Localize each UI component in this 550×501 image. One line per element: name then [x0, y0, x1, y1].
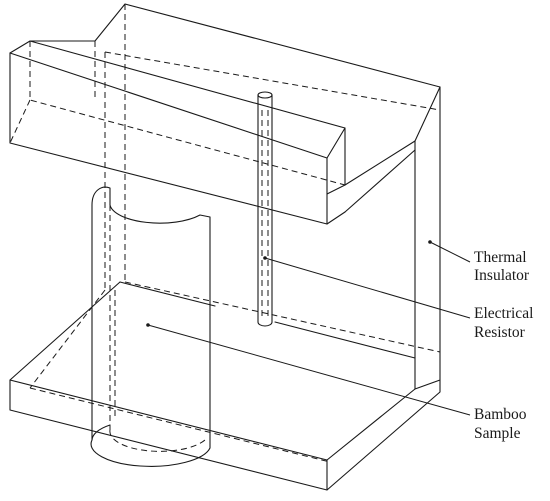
bamboo-sample-label: Bamboo Sample — [474, 406, 530, 442]
electrical-resistor — [257, 91, 273, 327]
leader-lines — [146, 240, 471, 416]
thermal-insulator — [9, 3, 441, 491]
thermal-insulator-label: Thermal Insulator — [474, 249, 530, 284]
bamboo-sample — [90, 186, 211, 467]
electrical-resistor-label: Electrical Resistor — [474, 305, 537, 341]
